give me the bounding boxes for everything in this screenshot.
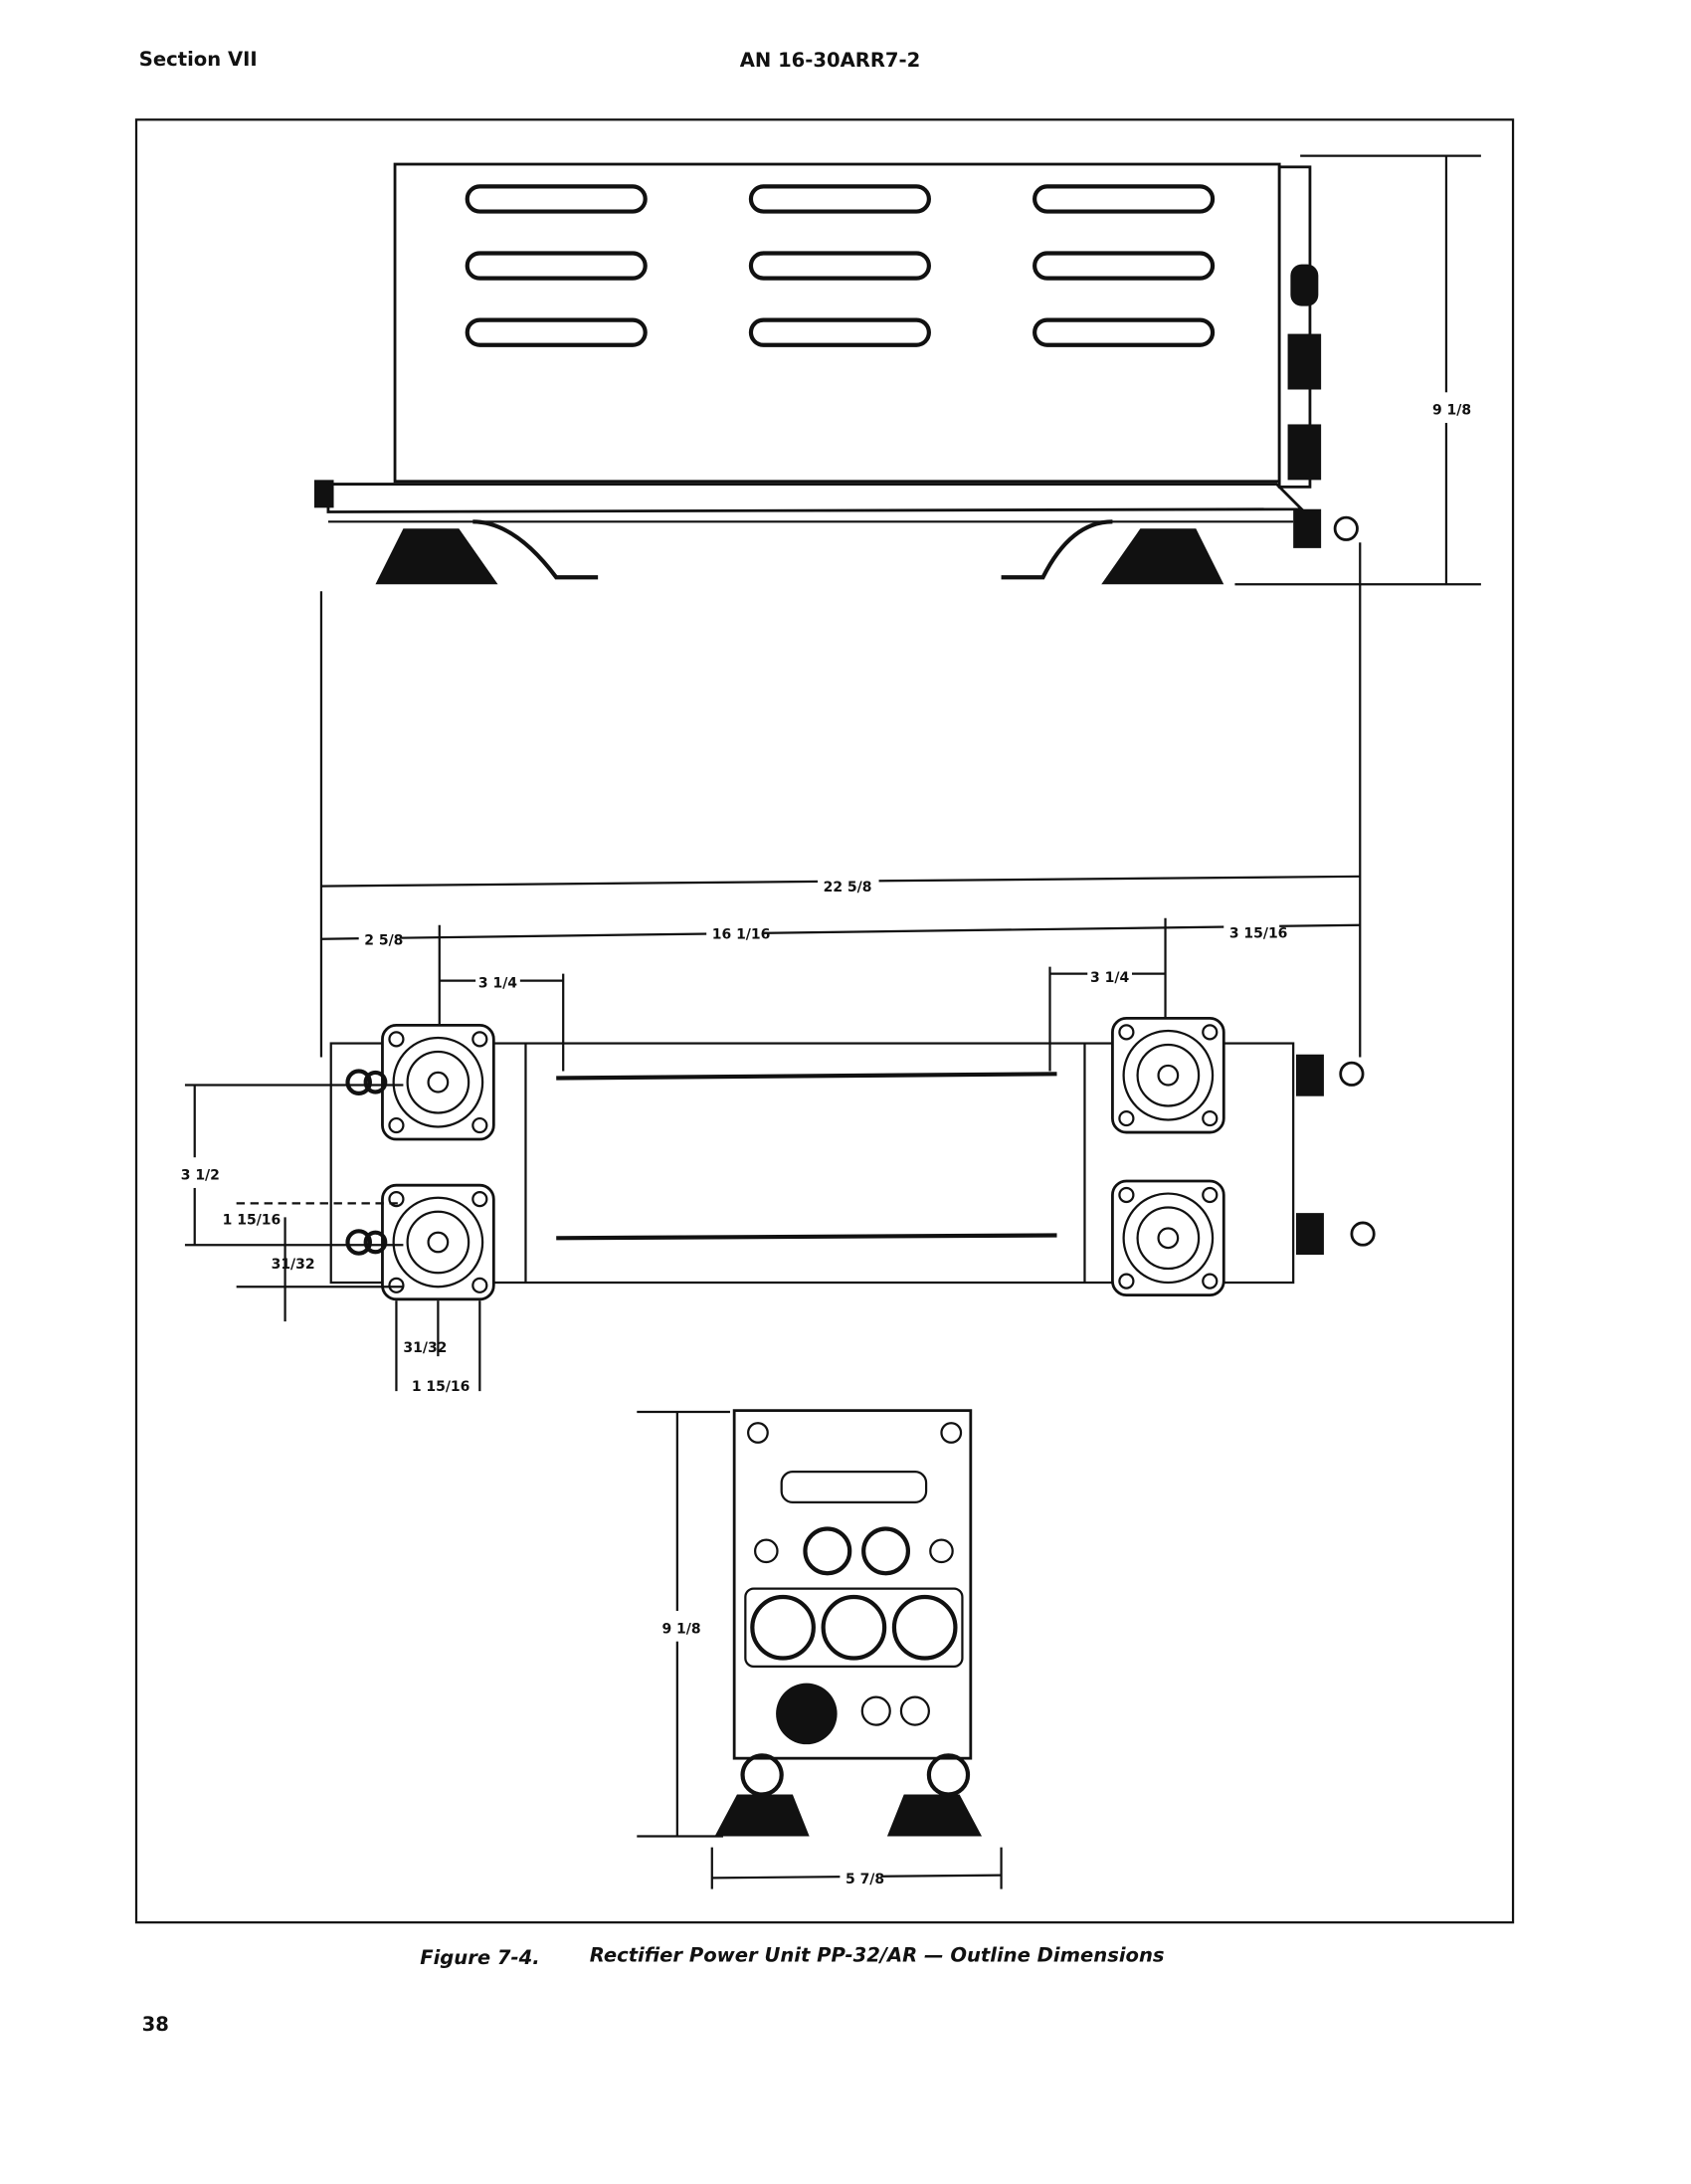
dimension-mount-horizontal: 31/32 1 15/16 xyxy=(395,1300,481,1395)
dimension-overall-length: 22 5/8 xyxy=(320,869,1361,900)
shock-mount-foot xyxy=(1101,528,1224,585)
knurled-knob xyxy=(1293,508,1322,548)
shock-mount-foot xyxy=(886,1794,983,1837)
shock-mount-plate xyxy=(381,1023,495,1141)
dimension-label: 22 5/8 xyxy=(824,880,872,895)
dimension-label: 9 1/8 xyxy=(661,1621,700,1637)
dimension-label: 1 15/16 xyxy=(223,1212,282,1228)
dimension-label: 3 1/4 xyxy=(478,976,517,992)
dimension-label: 16 1/16 xyxy=(712,927,771,943)
dimension-mount-vertical: 3 1/2 1 15/16 31/32 xyxy=(177,1084,404,1322)
section-label: Section VII xyxy=(139,48,258,71)
side-view-drawing xyxy=(313,162,1359,585)
dimension-label: 9 1/8 xyxy=(1432,403,1471,419)
dimension-label: 2 5/8 xyxy=(364,932,403,948)
connector xyxy=(776,1683,838,1745)
document-number: AN 16-30ARR7-2 xyxy=(740,49,921,72)
front-view-drawing xyxy=(714,1409,983,1837)
vent-slots xyxy=(465,184,1213,344)
dimension-label: 31/32 xyxy=(272,1257,315,1273)
figure-frame xyxy=(134,118,1515,1924)
chassis-body xyxy=(393,162,1281,484)
nameplate xyxy=(780,1471,928,1504)
figure-number: Figure 7-4. xyxy=(420,1946,540,1969)
figure-title: Rectifier Power Unit PP-32/AR — Outline … xyxy=(590,1943,1165,1966)
dimension-label: 3 1/2 xyxy=(181,1168,220,1184)
dimension-front-height: 9 1/8 xyxy=(637,1410,730,1838)
dimension-slots: 3 1/4 3 1/4 xyxy=(439,962,1166,1072)
dimension-front-width: 5 7/8 xyxy=(710,1847,1003,1892)
shock-mount-foot xyxy=(714,1794,810,1837)
dimension-label: 31/32 xyxy=(403,1340,447,1356)
dimension-label: 1 15/16 xyxy=(412,1379,470,1395)
plan-view-drawing xyxy=(329,1017,1376,1301)
dimension-label: 5 7/8 xyxy=(846,1872,884,1887)
base-plate xyxy=(326,483,1305,513)
page-number: 38 xyxy=(142,2013,169,2036)
dimension-label: 3 1/4 xyxy=(1090,970,1129,986)
dimension-label: 3 15/16 xyxy=(1229,925,1288,941)
dimension-side-height: 9 1/8 xyxy=(1234,154,1481,586)
shock-mount-foot xyxy=(375,528,498,585)
